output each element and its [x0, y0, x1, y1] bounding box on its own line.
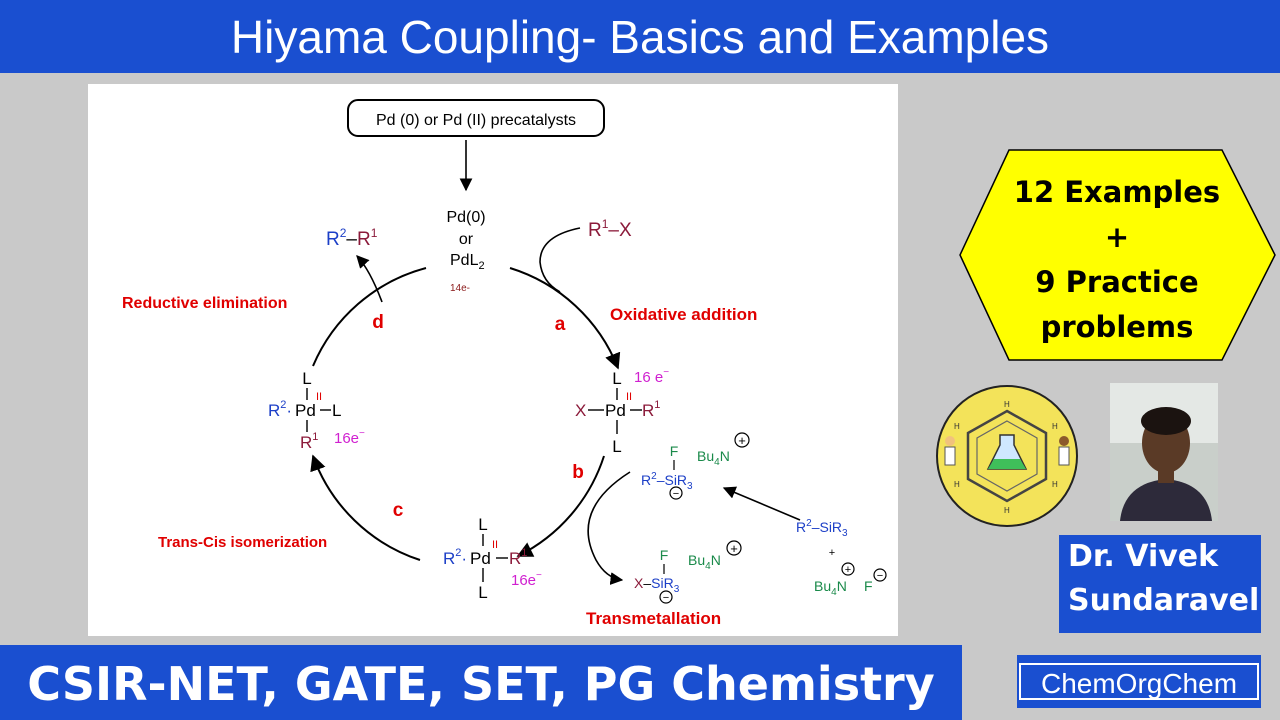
- step-d: d: [372, 312, 384, 333]
- author-last-name: Sundaravel: [1068, 583, 1260, 618]
- svg-text:II: II: [316, 391, 322, 403]
- svg-text:L: L: [478, 515, 487, 534]
- arc-isomerization: [310, 454, 421, 561]
- transmetallation-side-arrow: [587, 471, 631, 585]
- pentavalent-silicate: F R2–SiR3 − Bu4N +: [641, 432, 750, 500]
- svg-text:Pd: Pd: [470, 549, 491, 568]
- arc-transmetallation: [516, 455, 605, 557]
- author-name-box: Dr. Vivek Sundaravel: [1059, 535, 1261, 633]
- svg-text:−: −: [877, 570, 883, 582]
- step-a: a: [555, 314, 566, 335]
- activation-reagents: R2–SiR3 + + Bu4N F −: [796, 518, 887, 598]
- promo-plus: +: [1104, 220, 1130, 254]
- svg-text:+: +: [845, 564, 851, 576]
- complex-oxidative-adduct: L X Pd II R1 L 16 e−: [575, 367, 669, 456]
- svg-text:II: II: [626, 391, 632, 403]
- promo-text: 12 Examples + 9 Practice problems: [990, 170, 1244, 350]
- svg-text:−: −: [663, 592, 669, 604]
- svg-text:Pd: Pd: [295, 401, 316, 420]
- svg-text:H: H: [954, 480, 960, 489]
- product-exit-arrow: [356, 255, 383, 303]
- author-first-name: Dr. Vivek: [1068, 539, 1219, 574]
- svg-text:16e−: 16e−: [334, 428, 365, 447]
- label-reductive-elimination: Reductive elimination: [122, 295, 287, 312]
- svg-text:R2·: R2·: [268, 399, 292, 420]
- substrate-entry-arrow: [539, 227, 581, 293]
- svg-text:R1: R1: [642, 399, 660, 420]
- complex-cis-intermediate: L R2· Pd II L R1 16e−: [268, 369, 365, 452]
- svg-text:H: H: [954, 422, 960, 431]
- promo-hexagon: [959, 149, 1276, 361]
- svg-text:Bu4N: Bu4N: [688, 552, 721, 572]
- svg-text:L: L: [612, 437, 621, 456]
- svg-text:H: H: [1052, 422, 1058, 431]
- activation-arrow: [722, 486, 801, 521]
- svg-text:Bu4N: Bu4N: [697, 448, 730, 468]
- label-transmetallation: Transmetallation: [586, 609, 721, 628]
- flask-icon: [986, 434, 1028, 470]
- svg-text:F: F: [670, 443, 679, 459]
- svg-text:L: L: [302, 369, 311, 388]
- label-trans-cis-isomerization: Trans-Cis isomerization: [158, 534, 327, 551]
- complex-trans-intermediate: L R2· Pd II R1 L 16e−: [443, 515, 542, 602]
- silicon-byproduct: F X–SiR3 − Bu4N +: [634, 540, 742, 604]
- catalyst-electrons: 14e-: [450, 283, 470, 294]
- svg-text:+: +: [829, 547, 835, 559]
- svg-text:X–SiR3: X–SiR3: [634, 575, 680, 595]
- author-photo: [1110, 383, 1218, 521]
- step-b: b: [572, 462, 584, 483]
- exam-list: CSIR-NET, GATE, SET, PG Chemistry: [27, 657, 935, 711]
- precatalyst-box: [347, 99, 605, 137]
- svg-text:X: X: [575, 401, 586, 420]
- svg-text:16e−: 16e−: [511, 570, 542, 589]
- catalyst-or: or: [459, 231, 474, 248]
- step-c: c: [393, 500, 404, 521]
- svg-text:L: L: [612, 369, 621, 388]
- label-oxidative-addition: Oxidative addition: [610, 305, 757, 324]
- svg-text:H: H: [1052, 480, 1058, 489]
- title-banner: Hiyama Coupling- Basics and Examples: [0, 0, 1280, 73]
- svg-text:L: L: [478, 583, 487, 602]
- svg-text:R2–SiR3: R2–SiR3: [796, 518, 848, 539]
- svg-text:R1: R1: [509, 547, 527, 568]
- product-r2r1: R2–R1: [326, 226, 378, 250]
- scientist-right-icon: [1058, 436, 1070, 466]
- benzene-flask-logo: H H H H H H: [936, 385, 1078, 527]
- svg-text:−: −: [673, 488, 679, 500]
- svg-text:R1: R1: [300, 431, 318, 452]
- catalyst-pdl2: PdL2: [450, 252, 485, 272]
- svg-text:+: +: [738, 433, 746, 448]
- promo-problems: problems: [1040, 310, 1194, 344]
- catalytic-cycle-panel: Pd (0) or Pd (II) precatalysts Pd(0) or …: [88, 84, 898, 636]
- exam-banner: CSIR-NET, GATE, SET, PG Chemistry: [0, 645, 962, 720]
- svg-text:II: II: [492, 539, 498, 551]
- promo-practice: 9 Practice: [1035, 265, 1199, 299]
- svg-text:Pd: Pd: [605, 401, 626, 420]
- substrate-r1x: R1–X: [588, 217, 632, 241]
- arc-reductive-elimination: [312, 267, 427, 367]
- svg-text:F: F: [660, 547, 669, 563]
- svg-text:L: L: [332, 401, 341, 420]
- scientist-left-icon: [944, 436, 956, 466]
- svg-text:H: H: [1004, 400, 1010, 409]
- svg-text:16 e−: 16 e−: [634, 367, 669, 386]
- svg-text:R2–SiR3: R2–SiR3: [641, 471, 693, 492]
- catalyst-pd0: Pd(0): [446, 209, 485, 226]
- precatalyst-label: Pd (0) or Pd (II) precatalysts: [376, 112, 576, 129]
- svg-text:Bu4N: Bu4N: [814, 578, 847, 598]
- promo-examples: 12 Examples: [1013, 175, 1221, 209]
- svg-text:R2·: R2·: [443, 547, 467, 568]
- svg-text:+: +: [730, 541, 738, 556]
- svg-text:H: H: [1004, 506, 1010, 515]
- page-title: Hiyama Coupling- Basics and Examples: [230, 11, 1050, 63]
- channel-name: ChemOrgChem: [1019, 663, 1259, 700]
- channel-badge: ChemOrgChem: [1017, 655, 1261, 708]
- arc-oxidative-addition: [509, 267, 621, 370]
- catalytic-cycle-diagram: Pd (0) or Pd (II) precatalysts Pd(0) or …: [122, 99, 887, 628]
- svg-text:F: F: [864, 578, 873, 594]
